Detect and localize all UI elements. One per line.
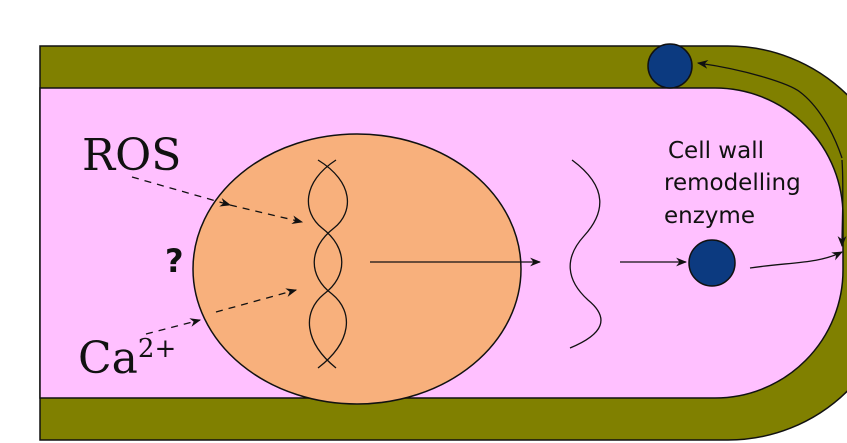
- wall-transport-arrow-lower: [842, 160, 843, 246]
- nucleus: [193, 134, 521, 404]
- enzyme-in-wall: [648, 44, 692, 88]
- unknown-mark: ?: [165, 242, 184, 280]
- calcium-charge: 2+: [138, 334, 176, 364]
- enzyme-in-cytoplasm: [689, 240, 735, 286]
- calcium-symbol: Ca: [78, 333, 138, 384]
- enzyme-label-line2: remodelling: [664, 170, 801, 196]
- enzyme-label-line3: enzyme: [664, 203, 755, 229]
- ros-label: ROS: [82, 130, 181, 181]
- enzyme-label-line1: Cell wall: [668, 138, 764, 164]
